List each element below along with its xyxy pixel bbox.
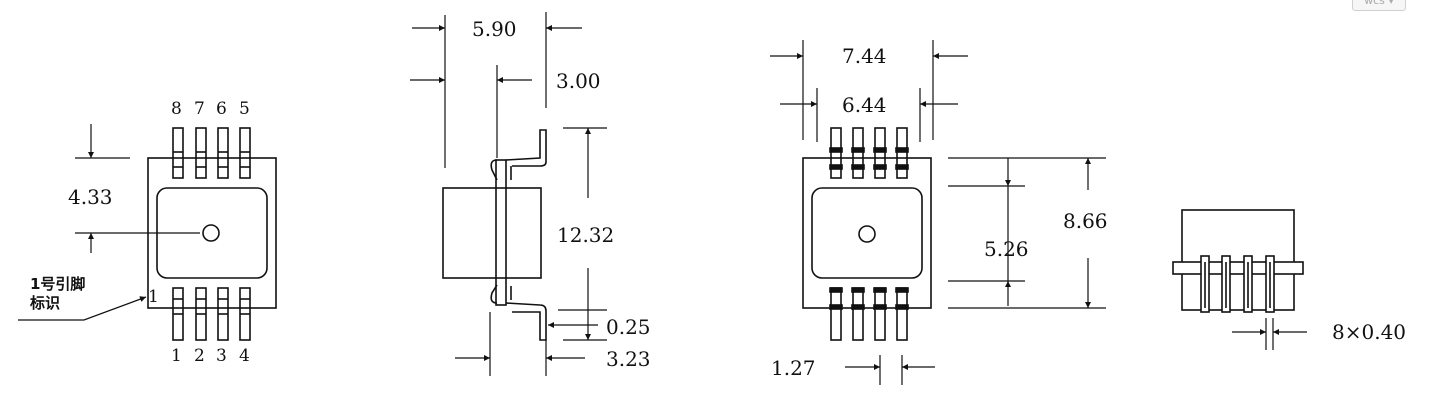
dim-bottom-outer: 7.44 [842, 44, 887, 68]
bottom-view-dimension [770, 40, 1106, 385]
top-view-package [147, 127, 277, 341]
pin1-label: 1号引脚 标识 [30, 275, 85, 313]
dim-end-lead-width: 8×0.40 [1332, 320, 1407, 344]
dim-side-height: 12.32 [557, 223, 615, 247]
dim-bottom-body-height: 5.26 [984, 237, 1029, 261]
dim-side-lead: 3.23 [606, 347, 651, 371]
toolbar-badge[interactable]: wcs ▾ [1352, 0, 1406, 11]
pin1-mark: 1 [148, 287, 159, 307]
end-view-package [1172, 209, 1304, 313]
pin-label-2: 2 [194, 346, 205, 366]
dim-top-view-height: 4.33 [68, 185, 113, 209]
side-view-dimension [410, 12, 607, 376]
side-view-package [442, 129, 547, 341]
dim-bottom-inner: 6.44 [842, 93, 887, 117]
top-view-dimension [18, 124, 200, 321]
pin-label-7: 7 [194, 99, 205, 119]
dim-bottom-total-height: 8.66 [1063, 209, 1108, 233]
pin-label-8: 8 [171, 99, 182, 119]
pin-label-3: 3 [216, 346, 227, 366]
pin-label-4: 4 [239, 346, 250, 366]
dim-side-thickness: 0.25 [606, 315, 651, 339]
pin-label-5: 5 [239, 99, 250, 119]
end-view-dimension [1232, 318, 1307, 350]
dim-bottom-pitch: 1.27 [771, 356, 816, 380]
pin-label-1: 1 [171, 346, 182, 366]
pin1-label-line1: 1号引脚 [30, 275, 86, 293]
dim-side-offset: 3.00 [556, 69, 601, 93]
dim-side-width: 5.90 [472, 17, 517, 41]
bottom-view-package [802, 127, 932, 341]
pin-label-6: 6 [216, 99, 227, 119]
pin1-label-line2: 标识 [30, 293, 61, 312]
